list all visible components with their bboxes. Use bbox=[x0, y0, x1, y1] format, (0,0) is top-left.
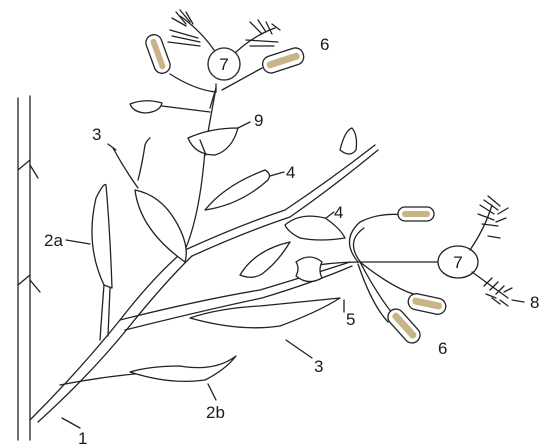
stigma-top-right bbox=[236, 20, 280, 52]
label-2b: 2b bbox=[206, 403, 225, 422]
stigma-top-left bbox=[168, 10, 214, 50]
leader-2a bbox=[66, 240, 90, 244]
label-4-lower: 4 bbox=[334, 203, 343, 222]
leader-2b bbox=[208, 384, 216, 400]
lemma-4-upper bbox=[205, 170, 269, 210]
label-7-right: 7 bbox=[453, 253, 462, 272]
glume-2b bbox=[130, 356, 236, 381]
small-bract-top bbox=[130, 101, 162, 113]
label-6-top: 6 bbox=[320, 35, 329, 54]
leader-4-upper bbox=[270, 172, 284, 176]
leader-9 bbox=[238, 122, 250, 128]
leader-1 bbox=[62, 418, 80, 428]
label-3-bottom: 3 bbox=[314, 357, 323, 376]
lemma-3-lower bbox=[190, 298, 340, 328]
stigma-right-upper bbox=[470, 196, 508, 250]
label-1: 1 bbox=[78, 429, 87, 446]
lodicule-right bbox=[296, 257, 322, 282]
leader-4-lower bbox=[326, 212, 334, 218]
anther-top-right bbox=[261, 46, 306, 75]
label-8: 8 bbox=[530, 293, 539, 312]
label-7-top: 7 bbox=[219, 55, 228, 74]
label-4-upper: 4 bbox=[286, 163, 295, 182]
label-6-bottom: 6 bbox=[438, 339, 447, 358]
anther-top-left bbox=[144, 32, 173, 75]
label-3-top: 3 bbox=[92, 125, 101, 144]
anther-right-bottom bbox=[385, 306, 424, 346]
right-flower: 7 bbox=[296, 196, 512, 346]
anther-right-top bbox=[398, 207, 434, 221]
stigma-right-lower bbox=[472, 272, 512, 306]
palea-5 bbox=[240, 242, 290, 277]
leader-3-top bbox=[108, 144, 116, 150]
lemmas-and-glumes bbox=[92, 101, 357, 382]
leader-3-bottom bbox=[286, 340, 312, 358]
glume-2a bbox=[92, 185, 112, 288]
upper-tip-bract bbox=[340, 128, 357, 154]
label-9: 9 bbox=[254, 111, 263, 130]
top-flower: 7 bbox=[144, 10, 306, 92]
lodicule-9 bbox=[188, 128, 238, 155]
labels: 1 2a 2b 3 3 4 4 5 6 6 8 9 bbox=[44, 35, 539, 446]
main-stem bbox=[18, 96, 40, 440]
anther-right-middle bbox=[407, 292, 447, 316]
lemma-3-upper bbox=[135, 190, 186, 262]
label-5: 5 bbox=[346, 310, 355, 329]
label-2a: 2a bbox=[44, 231, 63, 250]
leader-8 bbox=[512, 300, 524, 302]
